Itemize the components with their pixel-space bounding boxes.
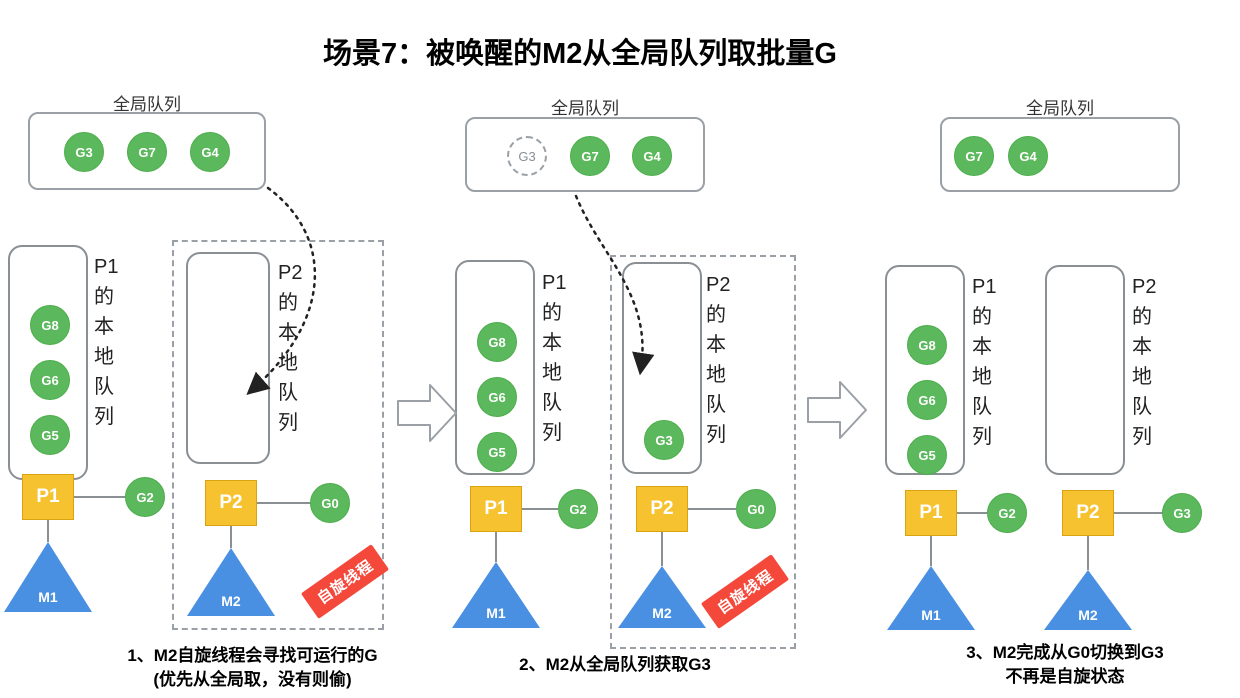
- goroutine-g3: G3: [64, 132, 104, 172]
- goroutine-g8: G8: [30, 305, 70, 345]
- panel3-global-queue-box: G7 G4: [940, 117, 1180, 192]
- goroutine-g3-removed-ghost: G3: [507, 136, 547, 176]
- goroutine-g6: G6: [30, 360, 70, 400]
- goroutine-g7: G7: [127, 132, 167, 172]
- panel1-caption-line1: 1、M2自旋线程会寻找可运行的G: [127, 646, 378, 665]
- panel2-global-queue-label: 全局队列: [551, 99, 619, 118]
- panel3-p1-local-queue-box: G8 G6 G5: [885, 265, 965, 475]
- machine-m1-triangle: M1: [887, 566, 975, 630]
- goroutine-g8: G8: [907, 325, 947, 365]
- panel3-p1-local-queue-label: P1 的 本 地 队 列: [972, 276, 997, 448]
- processor-p1: P1: [470, 486, 522, 532]
- connector-line: [688, 508, 736, 510]
- transition-arrow-1-to-2: [397, 384, 457, 442]
- goroutine-g3: G3: [644, 420, 684, 460]
- goroutine-g4: G4: [190, 132, 230, 172]
- machine-m1-label: M1: [38, 589, 58, 605]
- panel2-p2-local-queue-box: G3: [622, 262, 702, 474]
- panel1-global-queue-box: G3 G7 G4: [28, 112, 266, 190]
- panel2-global-queue-box: G3 G7 G4: [465, 117, 705, 192]
- panel3-caption-line1: 3、M2完成从G0切换到G3: [966, 643, 1164, 662]
- panel3-global-queue-label: 全局队列: [1026, 99, 1094, 118]
- panel1-p2-local-queue-box: [186, 252, 270, 464]
- processor-p2: P2: [636, 486, 688, 532]
- triangle-shape: [1044, 570, 1132, 630]
- goroutine-g5: G5: [907, 435, 947, 475]
- goroutine-g2-running: G2: [125, 477, 165, 517]
- machine-m1-triangle: M1: [4, 542, 92, 612]
- connector-line: [522, 508, 558, 510]
- connector-line: [957, 512, 987, 514]
- connector-line: [495, 532, 497, 562]
- panel2-p1-local-queue-label: P1 的 本 地 队 列: [542, 272, 567, 444]
- connector-line: [930, 536, 932, 566]
- triangle-shape: [187, 548, 275, 616]
- goroutine-g2-running: G2: [987, 493, 1027, 533]
- connector-line: [230, 526, 232, 548]
- panel1-global-queue-label: 全局队列: [113, 95, 181, 114]
- goroutine-g4: G4: [1008, 136, 1048, 176]
- goroutine-g0-running: G0: [736, 489, 776, 529]
- triangle-shape: [452, 562, 540, 628]
- panel1-caption-line2: (优先从全局取，没有则偷): [153, 670, 352, 689]
- triangle-shape: [4, 542, 92, 612]
- connector-line: [661, 532, 663, 566]
- panel3-caption-line2: 不再是自旋状态: [1005, 667, 1125, 686]
- machine-m2-label: M2: [652, 605, 672, 621]
- triangle-shape: [887, 566, 975, 630]
- panel2-caption-line1: 2、M2从全局队列获取G3: [519, 655, 711, 674]
- processor-p2: P2: [205, 480, 257, 526]
- panel1-p1-local-queue-label: P1 的 本 地 队 列: [94, 256, 119, 428]
- goroutine-g6: G6: [477, 377, 517, 417]
- panel2-p1-local-queue-box: G8 G6 G5: [455, 260, 535, 475]
- goroutine-g0-running: G0: [310, 483, 350, 523]
- connector-line: [47, 520, 49, 542]
- connector-line: [1114, 512, 1162, 514]
- machine-m2-label: M2: [1078, 607, 1098, 623]
- connector-line: [257, 502, 310, 504]
- panel1-p1-local-queue-box: G8 G6 G5: [8, 245, 88, 480]
- machine-m2-triangle: M2: [187, 548, 275, 616]
- panel2-p2-local-queue-label: P2 的 本 地 队 列: [706, 274, 731, 446]
- machine-m2-label: M2: [221, 593, 241, 609]
- machine-m1-label: M1: [486, 605, 506, 621]
- processor-p2: P2: [1062, 490, 1114, 536]
- goroutine-g2-running: G2: [558, 489, 598, 529]
- page-title: 场景7：被唤醒的M2从全局队列取批量G: [323, 38, 837, 70]
- machine-m2-triangle: M2: [618, 566, 706, 628]
- processor-p1: P1: [22, 474, 74, 520]
- triangle-shape: [618, 566, 706, 628]
- machine-m2-triangle: M2: [1044, 570, 1132, 630]
- goroutine-g7: G7: [954, 136, 994, 176]
- goroutine-g7: G7: [570, 136, 610, 176]
- goroutine-g5: G5: [30, 415, 70, 455]
- panel1-p2-local-queue-label: P2 的 本 地 队 列: [278, 262, 303, 434]
- goroutine-g3-running: G3: [1162, 493, 1202, 533]
- connector-line: [1087, 536, 1089, 570]
- goroutine-g6: G6: [907, 380, 947, 420]
- transition-arrow-2-to-3: [807, 381, 867, 439]
- machine-m1-triangle: M1: [452, 562, 540, 628]
- goroutine-g5: G5: [477, 432, 517, 472]
- goroutine-g8: G8: [477, 322, 517, 362]
- goroutine-g4: G4: [632, 136, 672, 176]
- processor-p1: P1: [905, 490, 957, 536]
- panel2-spinning-region-dashed-box: [610, 255, 796, 649]
- connector-line: [74, 496, 125, 498]
- panel3-p2-local-queue-label: P2 的 本 地 队 列: [1132, 276, 1157, 448]
- machine-m1-label: M1: [921, 607, 941, 623]
- panel3-p2-local-queue-box: [1045, 265, 1125, 475]
